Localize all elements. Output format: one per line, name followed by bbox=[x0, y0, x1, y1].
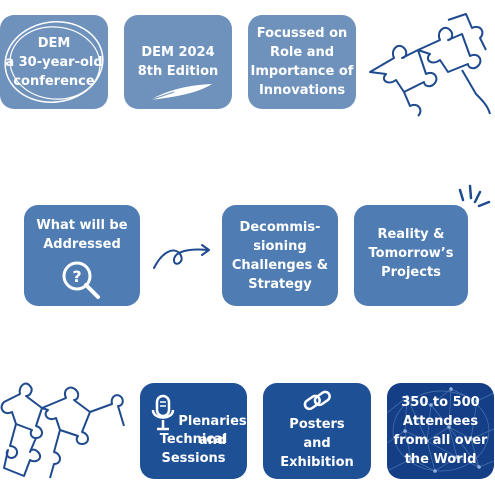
tile-text-line: Plenaries bbox=[178, 414, 247, 429]
tile-text-line: DEM bbox=[37, 35, 71, 51]
tile-what-will-be-addressed: What will be Addressed ? bbox=[24, 205, 140, 306]
tile-decommissioning-challenges: Decommis- sioning Challenges & Strategy bbox=[222, 205, 338, 306]
network-globe-icon bbox=[387, 387, 494, 473]
tile-text-line: What will be bbox=[36, 218, 128, 233]
tile-plenaries-sessions: Plenaries and bbox=[140, 383, 247, 479]
tile-dem-2024-edition: DEM 2024 8th Edition bbox=[124, 15, 232, 109]
tile-text-line: Innovations bbox=[258, 83, 346, 98]
tile-plenaries-lower-text: Technical Sessions bbox=[140, 430, 247, 468]
chain-link-icon bbox=[303, 390, 331, 411]
puzzle-outline-icon bbox=[369, 13, 491, 117]
tile-text-line: Posters bbox=[289, 417, 345, 432]
tile-text-line: Challenges & bbox=[231, 257, 329, 273]
tile-text-line: Reality & bbox=[377, 227, 445, 242]
feather-icon bbox=[149, 84, 212, 101]
tile-text-line: conference bbox=[13, 73, 95, 89]
tile-text-line: Role and bbox=[269, 45, 335, 60]
tile-text-line: from all over bbox=[393, 433, 488, 448]
tile-text-line: Technical bbox=[159, 432, 228, 447]
tile-text-line: the World bbox=[404, 452, 477, 467]
circle-doodle-icon bbox=[4, 21, 104, 103]
tile-text-line: Strategy bbox=[248, 276, 312, 292]
tile-text-line: 350 to 500 bbox=[401, 395, 480, 410]
tile-text-line: DEM 2024 bbox=[141, 45, 215, 60]
tile-text-line: Sessions bbox=[161, 451, 226, 466]
tile-focussed-innovations: Focussed on Role and Importance of Innov… bbox=[248, 15, 356, 109]
tile-reality-tomorrows-projects: Reality & Tomorrow’s Projects bbox=[354, 205, 468, 306]
tile-text-line: a 30-year-old bbox=[5, 54, 103, 70]
tile-text-line: Tomorrow’s bbox=[368, 246, 454, 261]
tile-text-line: and bbox=[303, 436, 331, 451]
tile-text-line: 8th Edition bbox=[137, 64, 219, 79]
tile-text-line: Exhibition bbox=[280, 455, 354, 470]
tile-text-line: and bbox=[198, 433, 227, 448]
tile-text-line: Focussed on bbox=[256, 26, 348, 41]
burst-lines-icon bbox=[458, 184, 491, 208]
magnifier-question-icon: ? bbox=[62, 261, 100, 299]
tile-text-line: Importance of bbox=[250, 64, 354, 79]
svg-text:?: ? bbox=[72, 267, 81, 286]
puzzle-outline-icon bbox=[0, 382, 125, 479]
curly-arrow-icon bbox=[153, 244, 210, 269]
tile-dem-30-year: DEM a 30-year-old conference bbox=[0, 15, 108, 109]
tile-text-line: Addressed bbox=[43, 237, 121, 252]
tile-text-line: Projects bbox=[381, 265, 441, 280]
tile-posters-exhibition: Posters and Exhibition bbox=[263, 383, 371, 479]
tile-text-line: Decommis- bbox=[239, 219, 321, 235]
tile-text-line: Attendees bbox=[402, 414, 479, 429]
tile-text-line: sioning bbox=[253, 238, 307, 254]
microphone-icon bbox=[151, 394, 175, 431]
tile-attendees: 350 to 500 Attendees from all over the W… bbox=[387, 383, 494, 479]
